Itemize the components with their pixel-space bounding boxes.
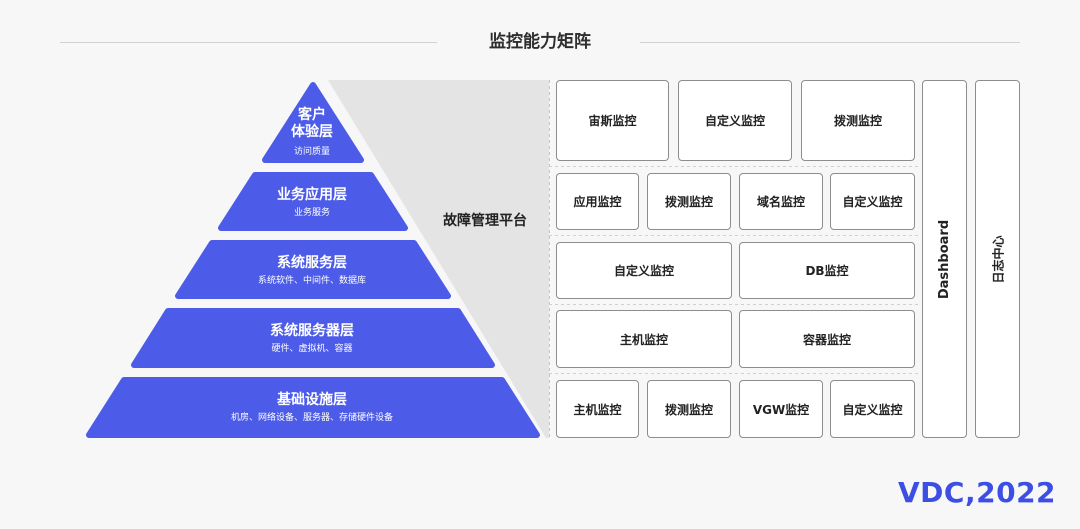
matrix-cell: 拨测监控 bbox=[647, 173, 731, 230]
matrix-cell: 拨测监控 bbox=[647, 380, 731, 438]
pyramid-layer-system-service bbox=[175, 240, 451, 299]
pyramid-layer-infrastructure bbox=[86, 377, 540, 438]
layer-title: 体验层 bbox=[291, 124, 333, 140]
pyramid-layer-customer-experience bbox=[262, 82, 364, 163]
matrix-cell: 自定义监控 bbox=[830, 380, 915, 438]
layer-title: 业务应用层 bbox=[277, 187, 347, 203]
matrix-cell: 应用监控 bbox=[556, 173, 639, 230]
platform-label: 故障管理平台 bbox=[443, 213, 527, 229]
layer-title: 客户 bbox=[298, 107, 326, 123]
pyramid-layer-system-server bbox=[131, 308, 495, 368]
title-rule-left bbox=[60, 42, 437, 43]
page-title: 监控能力矩阵 bbox=[489, 32, 591, 52]
layer-subtitle: 访问质量 bbox=[293, 147, 330, 157]
matrix-cell: DB监控 bbox=[739, 242, 915, 299]
matrix-cell: 自定义监控 bbox=[830, 173, 915, 230]
matrix-cell: 主机监控 bbox=[556, 380, 639, 438]
dashboard-panel: Dashboard bbox=[922, 80, 967, 438]
layer-title: 基础设施层 bbox=[277, 392, 347, 408]
layer-subtitle: 业务服务 bbox=[293, 208, 330, 218]
matrix-cell: VGW监控 bbox=[739, 380, 823, 438]
vdc-logo: VDC,2022 bbox=[898, 476, 1057, 509]
matrix-cell: 容器监控 bbox=[739, 310, 915, 368]
title-rule-right bbox=[640, 42, 1020, 43]
layer-title: 系统服务层 bbox=[277, 255, 347, 271]
platform-background bbox=[328, 80, 549, 438]
matrix-cell: 自定义监控 bbox=[556, 242, 732, 299]
matrix-cell: 自定义监控 bbox=[678, 80, 792, 161]
layer-subtitle: 硬件、虚拟机、容器 bbox=[271, 344, 353, 354]
matrix-cell: 宙斯监控 bbox=[556, 80, 669, 161]
layer-subtitle: 系统软件、中间件、数据库 bbox=[257, 276, 366, 286]
layer-subtitle: 机房、网络设备、服务器、存储硬件设备 bbox=[230, 413, 393, 423]
pyramid-layer-business-application bbox=[218, 172, 408, 231]
matrix-cell: 主机监控 bbox=[556, 310, 732, 368]
matrix-cell: 域名监控 bbox=[739, 173, 823, 230]
log-center-label: 日志中心 bbox=[991, 234, 1006, 284]
layer-title: 系统服务器层 bbox=[270, 323, 354, 339]
matrix-cell: 拨测监控 bbox=[801, 80, 915, 161]
log-center-panel: 日志中心 bbox=[975, 80, 1020, 438]
dashboard-label: Dashboard bbox=[937, 219, 953, 299]
